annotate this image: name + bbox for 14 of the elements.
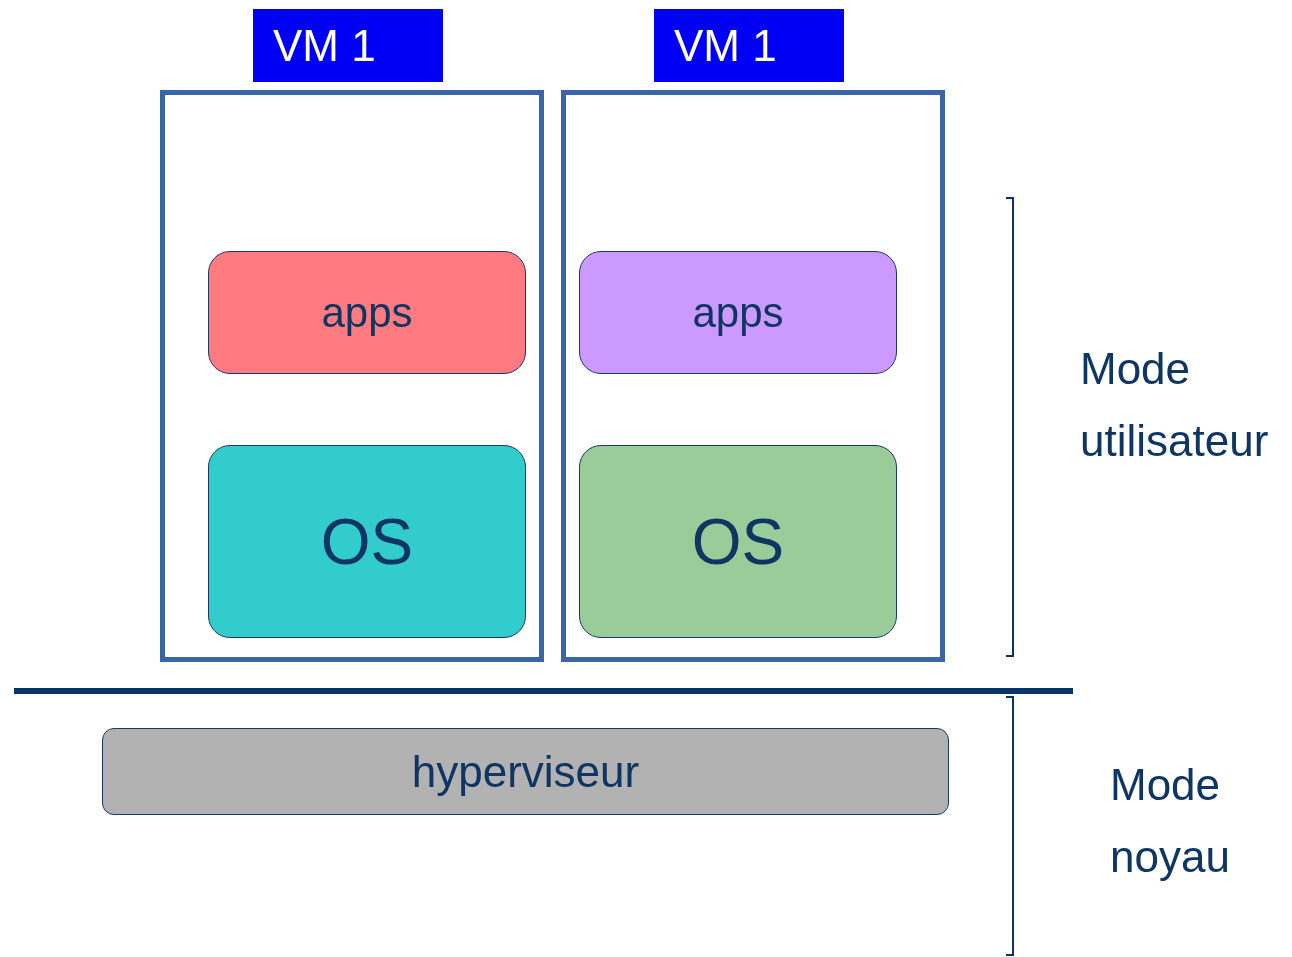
layer-label: OS [691,504,785,579]
layer-box [579,445,897,638]
layer-label: hyperviseur [411,746,640,797]
layer-box [208,251,526,374]
vm-heading: VM 1 [654,9,844,82]
layer-box [579,251,897,374]
layer-box [208,445,526,638]
layer-label: apps [321,288,413,337]
mode-label: Mode utilisateur [1080,343,1270,467]
layer-box [102,728,949,815]
layer-label: apps [692,288,784,337]
layer-label: OS [320,504,414,579]
mode-label: Mode noyau [1110,759,1231,883]
vm-heading: VM 1 [253,9,443,82]
